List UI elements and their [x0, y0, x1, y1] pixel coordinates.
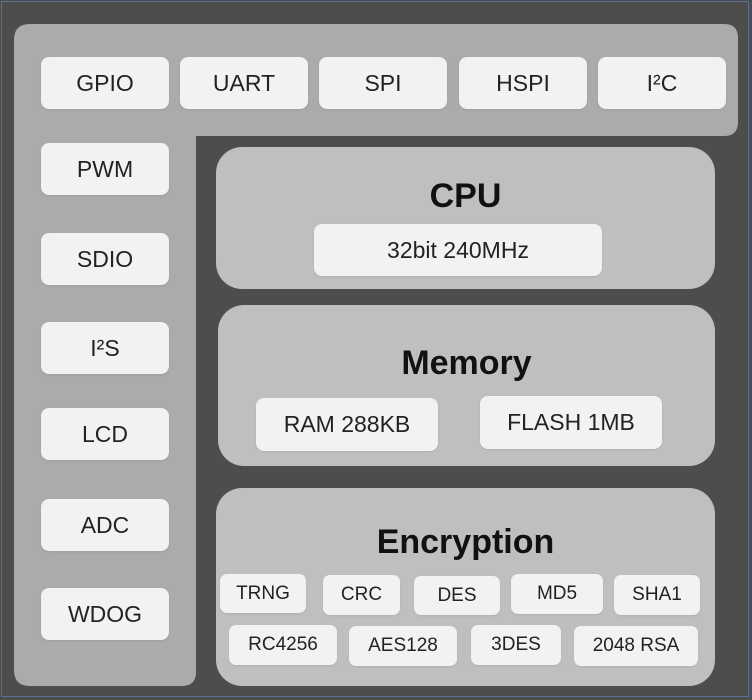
peripheral-uart: UART — [180, 57, 308, 109]
memory-flash: FLASH 1MB — [480, 396, 662, 449]
enc-2048rsa: 2048 RSA — [574, 626, 698, 666]
peripheral-i2s: I²S — [41, 322, 169, 374]
enc-sha1: SHA1 — [614, 575, 700, 615]
enc-3des: 3DES — [471, 625, 561, 665]
enc-md5: MD5 — [511, 574, 603, 614]
cpu-panel: CPU 32bit 240MHz — [216, 147, 715, 289]
enc-des: DES — [414, 576, 500, 615]
enc-rc4256: RC4256 — [229, 625, 337, 665]
peripheral-wdog: WDOG — [41, 588, 169, 640]
memory-panel: Memory RAM 288KB FLASH 1MB — [218, 305, 715, 466]
peripheral-i2c: I²C — [598, 57, 726, 109]
memory-title: Memory — [401, 344, 532, 382]
peripheral-pwm: PWM — [41, 143, 169, 195]
peripheral-spi: SPI — [319, 57, 447, 109]
peripheral-sdio: SDIO — [41, 233, 169, 285]
encryption-panel: Encryption TRNG CRC DES MD5 SHA1 RC4256 … — [216, 488, 715, 686]
enc-crc: CRC — [323, 575, 400, 615]
peripheral-hspi: HSPI — [459, 57, 587, 109]
memory-ram: RAM 288KB — [256, 398, 438, 451]
enc-aes128: AES128 — [349, 626, 457, 666]
enc-trng: TRNG — [220, 574, 306, 613]
peripheral-gpio: GPIO — [41, 57, 169, 109]
encryption-title: Encryption — [376, 523, 555, 561]
cpu-spec: 32bit 240MHz — [314, 224, 602, 276]
cpu-title: CPU — [429, 177, 502, 215]
peripheral-lcd: LCD — [41, 408, 169, 460]
peripheral-adc: ADC — [41, 499, 169, 551]
